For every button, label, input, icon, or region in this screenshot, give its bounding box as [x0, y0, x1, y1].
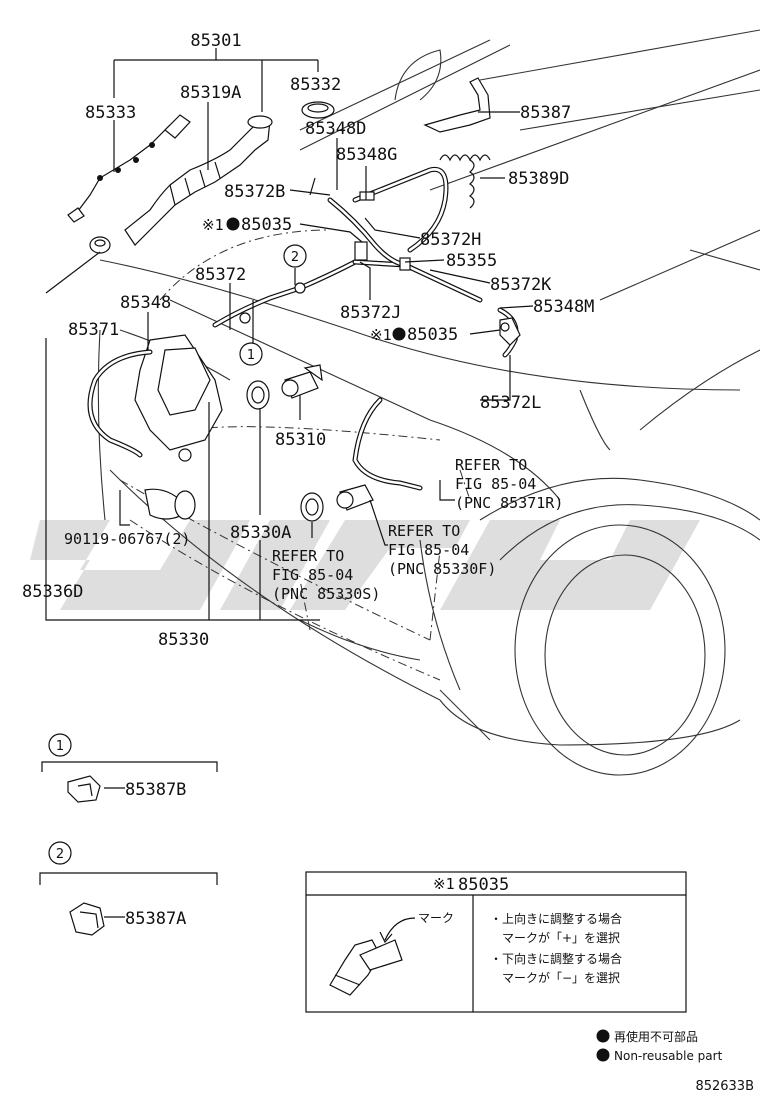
- label-85333: 85333: [85, 103, 136, 123]
- nozzle-adjust-note-box: ※1 85035 マーク ・上向きに調整する場合 マークが「+」を選択 ・下向き…: [305, 871, 687, 1013]
- svg-text:1: 1: [56, 739, 64, 754]
- label-85389D: 85389D: [508, 169, 569, 189]
- legend: 再使用不可部品 Non-reusable part: [596, 1029, 723, 1063]
- svg-text:Non-reusable part: Non-reusable part: [614, 1049, 723, 1063]
- svg-text:(PNC 85330S): (PNC 85330S): [272, 585, 380, 603]
- refer-85330S[interactable]: REFER TO FIG 85-04 (PNC 85330S): [272, 547, 380, 603]
- svg-text:1: 1: [247, 348, 255, 363]
- filler-pipe-85319A: [124, 115, 273, 246]
- label-85371: 85371: [68, 320, 119, 340]
- svg-text:マークが「−」を選択: マークが「−」を選択: [490, 970, 620, 985]
- non-reusable-dot: [392, 327, 406, 341]
- svg-text:FIG 85-04: FIG 85-04: [272, 566, 353, 584]
- label-85372K: 85372K: [490, 275, 552, 295]
- label-85387: 85387: [520, 103, 571, 123]
- refer-85371R[interactable]: REFER TO FIG 85-04 (PNC 85371R): [455, 456, 563, 512]
- mark-label: マーク: [418, 911, 454, 925]
- cap-85332: [301, 101, 335, 119]
- hose-85333: [67, 114, 191, 223]
- label-85355: 85355: [446, 251, 497, 271]
- label-85332: 85332: [290, 75, 341, 95]
- washer-tank: [134, 334, 223, 520]
- label-85372: 85372: [195, 265, 246, 285]
- svg-text:85035: 85035: [458, 875, 509, 895]
- clip-85387A-icon: [69, 902, 105, 936]
- svg-text:85035: 85035: [241, 215, 292, 235]
- label-85348D: 85348D: [305, 119, 366, 139]
- non-reusable-dot: [596, 1029, 610, 1043]
- svg-text:(PNC 85330F): (PNC 85330F): [388, 560, 496, 578]
- clamps: [239, 191, 411, 324]
- svg-text:2: 2: [56, 847, 64, 862]
- svg-text:再使用不可部品: 再使用不可部品: [614, 1029, 698, 1044]
- svg-text:※1: ※1: [433, 875, 455, 893]
- coiled-tube-85389D: [439, 154, 491, 209]
- clip-85387B-icon: [67, 775, 101, 803]
- label-85372H: 85372H: [420, 230, 481, 250]
- svg-text:2: 2: [291, 250, 299, 265]
- label-85372L: 85372L: [480, 393, 541, 413]
- bracket-85387: [423, 77, 491, 133]
- label-85319A: 85319A: [180, 83, 241, 103]
- svg-text:※1: ※1: [370, 326, 392, 344]
- watermark: [30, 520, 700, 610]
- label-85336D: 85336D: [22, 582, 83, 602]
- label-85301: 85301: [190, 31, 241, 51]
- label-85348M: 85348M: [533, 297, 594, 317]
- label-85310: 85310: [275, 430, 326, 450]
- label-85330: 85330: [158, 630, 209, 650]
- svg-text:REFER TO: REFER TO: [272, 547, 344, 565]
- grommet-85336D: [89, 236, 111, 254]
- label-85387A: 85387A: [125, 909, 186, 929]
- circle-mark-1: 1: [239, 342, 263, 366]
- pump-85310: [246, 364, 323, 410]
- label-85372J: 85372J: [340, 303, 401, 323]
- refer-85330F[interactable]: REFER TO FIG 85-04 (PNC 85330F): [388, 522, 496, 578]
- non-reusable-dot: [596, 1048, 610, 1062]
- svg-text:FIG 85-04: FIG 85-04: [455, 475, 536, 493]
- label-85348G: 85348G: [336, 145, 397, 165]
- pump-85330A: [300, 484, 374, 522]
- figure-code: 852633B: [695, 1079, 754, 1094]
- label-85372B: 85372B: [224, 182, 285, 202]
- label-85035-top: ※1 85035: [202, 215, 292, 235]
- label-85330A: 85330A: [230, 523, 291, 543]
- svg-text:※1: ※1: [202, 216, 224, 234]
- label-85387B: 85387B: [125, 780, 186, 800]
- nozzle-illustration: [329, 939, 403, 996]
- label-90119-06767: 90119-06767(2): [64, 530, 190, 548]
- nozzle-85035-mid: [499, 317, 521, 346]
- svg-text:マークが「+」を選択: マークが「+」を選択: [490, 930, 620, 945]
- non-reusable-dot: [226, 217, 240, 231]
- inset-1: 1 85387B: [48, 733, 186, 803]
- svg-text:REFER TO: REFER TO: [455, 456, 527, 474]
- circle-mark-2: 2: [283, 244, 307, 268]
- svg-text:・下向きに調整する場合: ・下向きに調整する場合: [490, 951, 622, 966]
- svg-text:FIG 85-04: FIG 85-04: [388, 541, 469, 559]
- label-85035-mid: ※1 85035: [370, 325, 458, 345]
- svg-text:REFER TO: REFER TO: [388, 522, 460, 540]
- inset-2: 2 85387A: [48, 841, 186, 936]
- label-85348: 85348: [120, 293, 171, 313]
- leader-lines: [39, 48, 534, 918]
- svg-text:・上向きに調整する場合: ・上向きに調整する場合: [490, 911, 622, 926]
- svg-text:85035: 85035: [407, 325, 458, 345]
- svg-text:(PNC 85371R): (PNC 85371R): [455, 494, 563, 512]
